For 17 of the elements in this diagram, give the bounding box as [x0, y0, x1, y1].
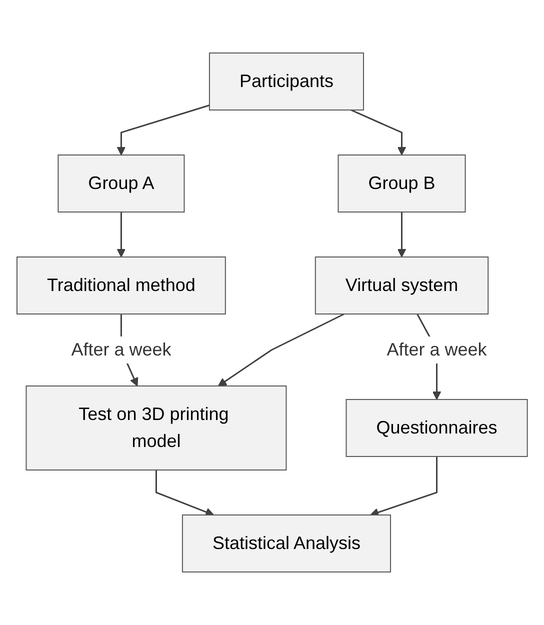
- node-box: Test on 3D printing model: [26, 386, 287, 470]
- arrow: [350, 109, 406, 156]
- arrow: [116, 212, 126, 258]
- node-box: Traditional method: [16, 256, 226, 314]
- node-box: Group B: [338, 154, 466, 212]
- arrow: [397, 212, 406, 258]
- node-box: Statistical Analysis: [182, 514, 391, 572]
- node-box: Participants: [208, 52, 364, 110]
- edge-label: After a week: [71, 339, 172, 360]
- arrow: [155, 470, 214, 516]
- node-box: Questionnaires: [346, 399, 528, 457]
- edge-label: After a week: [386, 339, 487, 360]
- arrow: [116, 104, 210, 156]
- arrow: [218, 313, 344, 386]
- node-box: Virtual system: [314, 256, 488, 314]
- node-box: Group A: [58, 154, 185, 212]
- arrow: [370, 456, 438, 517]
